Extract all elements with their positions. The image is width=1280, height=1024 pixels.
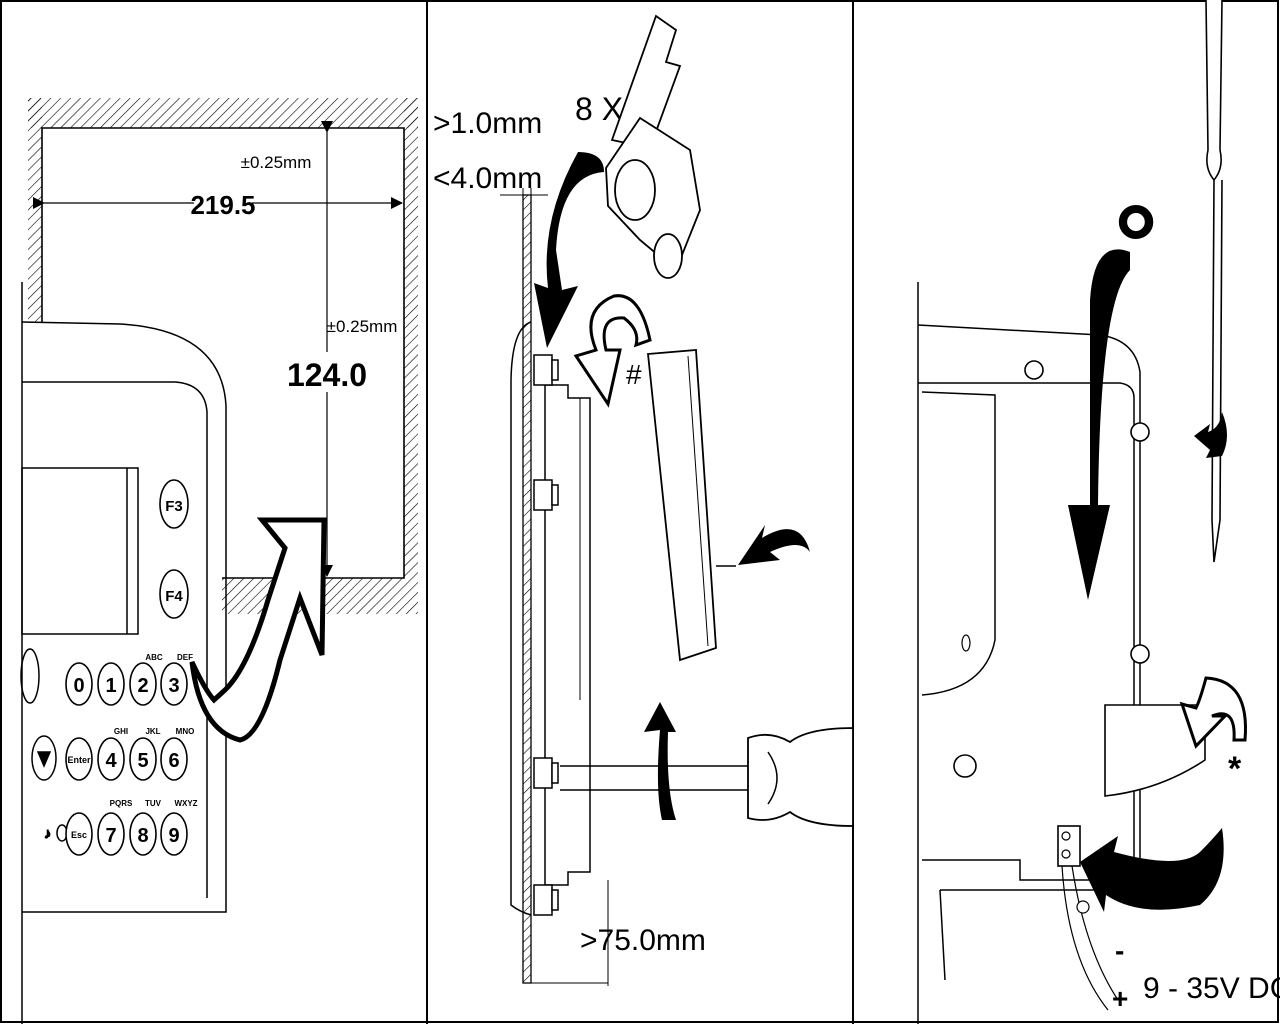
plus-sign: + (1112, 983, 1128, 1014)
rear-screw-right-top (1130, 422, 1150, 442)
minus-sign: - (1115, 935, 1124, 966)
key-f4: F4 (159, 569, 189, 619)
svg-text:4: 4 (105, 750, 117, 772)
panel-side-mounting: >1.0mm <4.0mm 8 X (433, 14, 854, 986)
screw-insert-arrow (738, 525, 810, 565)
clamp-insert-arrow (534, 152, 604, 348)
data-cable (1104, 704, 1206, 797)
svg-text:WXYZ: WXYZ (174, 799, 197, 808)
cable-insert-arrow (1179, 676, 1248, 749)
key-8: 8 TUV (129, 799, 162, 856)
svg-text:PQRS: PQRS (110, 799, 133, 808)
remove-cover-arrow (1068, 249, 1130, 600)
cutout-height-label: 124.0 (287, 357, 367, 393)
key-1: 1 (97, 662, 125, 706)
svg-text:8: 8 (137, 825, 148, 847)
svg-text:3: 3 (168, 675, 179, 697)
rear-screw-right-mid (1130, 644, 1150, 664)
cutout-edge (41, 127, 405, 579)
svg-text:F4: F4 (165, 588, 183, 605)
clamp-count-label: 8 X (575, 91, 623, 127)
rotate-arrow (1194, 412, 1227, 458)
cutout-width-label: 219.5 (190, 190, 255, 220)
svg-text:ABC: ABC (145, 653, 163, 662)
cutout-width-tolerance: ±0.25mm (241, 153, 312, 172)
key-0: 0 (65, 662, 93, 706)
power-wires (1061, 865, 1119, 1011)
cutout-height-tolerance: ±0.25mm (327, 317, 398, 336)
hash-mark: # (626, 359, 642, 390)
panel-clamps (533, 354, 559, 916)
svg-text:JKL: JKL (145, 727, 160, 736)
star-mark: * (1228, 750, 1242, 788)
key-4: 4 GHI (97, 727, 128, 781)
panel-min-thickness: >1.0mm (433, 107, 542, 140)
mounting-panel (522, 194, 532, 984)
step-mark: ° (1114, 183, 1158, 306)
svg-text:1: 1 (105, 675, 116, 697)
svg-text:6: 6 (168, 750, 179, 772)
device-side-profile (510, 321, 532, 916)
svg-text:5: 5 (137, 750, 148, 772)
power-connect-arrow (1080, 828, 1224, 912)
clamp-exploded-view (605, 14, 701, 279)
supply-voltage-label: 9 - 35V DC (1143, 972, 1280, 1005)
svg-text:9: 9 (168, 825, 179, 847)
svg-text:Enter: Enter (67, 755, 91, 765)
device-front-view: ♪ (20, 282, 227, 1024)
depth-clearance: >75.0mm (580, 924, 706, 957)
svg-text:7: 7 (105, 825, 116, 847)
key-f3: F3 (159, 479, 189, 529)
key-5: 5 JKL (129, 727, 161, 781)
arrow-button (31, 735, 57, 781)
svg-text:2: 2 (137, 675, 148, 697)
key-6: 6 MNO (160, 727, 195, 781)
key-3: 3 DEF (160, 653, 193, 706)
power-terminal-block (1057, 825, 1081, 867)
keypad: F3 F4 0 1 2 ABC 3 DEF Enter 4 GHI 5 JKL 6 MNO… (65, 479, 198, 856)
key-2: 2 ABC (129, 653, 163, 706)
side-button-top (20, 648, 40, 704)
device-rear (917, 282, 1141, 1024)
svg-text:Esc: Esc (71, 830, 87, 840)
screwdriver-vertical (1205, 0, 1223, 563)
bell-icon: ♪ (44, 825, 51, 841)
svg-text:F3: F3 (165, 498, 183, 515)
tighten-arrow (644, 702, 676, 820)
key-enter: Enter (65, 737, 93, 781)
svg-text:DEF: DEF (177, 653, 193, 662)
display-screen (21, 467, 139, 635)
key-esc: Esc (65, 812, 93, 856)
rear-screw-left (953, 754, 977, 778)
insert-direction-arrow (189, 517, 327, 743)
svg-text:0: 0 (73, 675, 84, 697)
key-7: 7 PQRS (97, 799, 133, 856)
svg-text:GHI: GHI (114, 727, 128, 736)
screwdriver-side (747, 727, 854, 827)
clamp-hook-arrow (573, 294, 652, 408)
rear-screw-top (1024, 360, 1044, 380)
panel-rear-connection: ° * - + 9 - 35V DC (917, 0, 1280, 1024)
svg-text:MNO: MNO (176, 727, 195, 736)
key-9: 9 WXYZ (160, 799, 198, 856)
panel-max-thickness: <4.0mm (433, 162, 542, 195)
clamp-bracket (647, 349, 717, 662)
svg-text:TUV: TUV (145, 799, 162, 808)
wall-hatching (28, 98, 418, 614)
panel-cutout-dimensions: 219.5 ±0.25mm 124.0 ±0.25mm ♪ F3 (20, 98, 418, 1024)
